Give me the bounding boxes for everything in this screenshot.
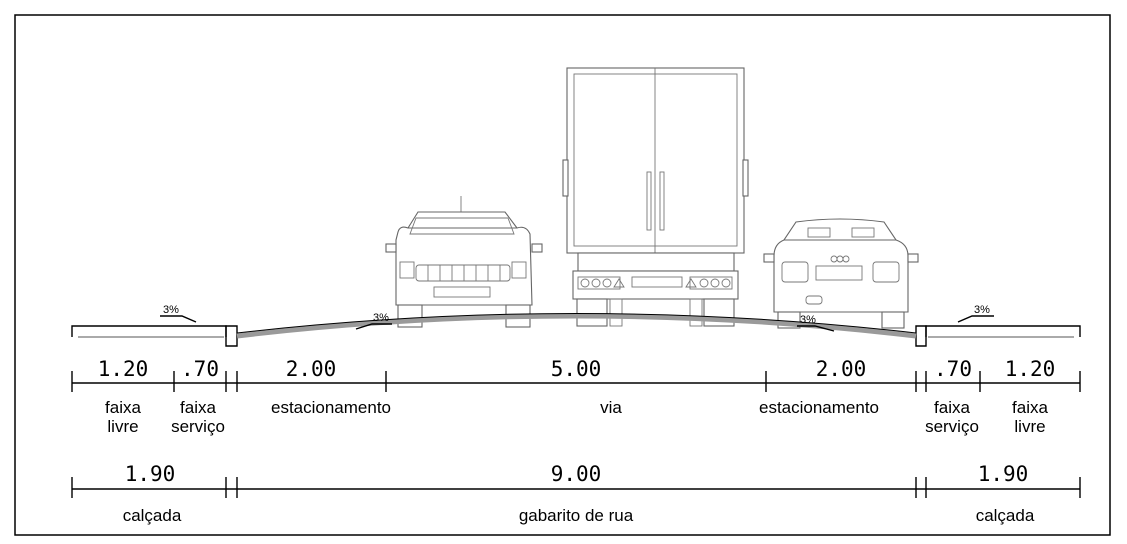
label-faixa-servico-right-2: serviço: [925, 417, 979, 436]
label-estacionamento-right: estacionamento: [759, 398, 879, 417]
slope-sidewalk-right: 3%: [957, 304, 994, 323]
label-via: via: [600, 398, 622, 417]
dim-calcada-left: 1.90: [125, 462, 176, 486]
svg-text:3%: 3%: [800, 314, 816, 326]
dim-faixa-livre-right: 1.20: [1005, 357, 1056, 381]
left-sidewalk: [71, 325, 227, 337]
dim-gabarito: 9.00: [551, 462, 602, 486]
label-faixa-livre-left-2: livre: [107, 417, 138, 436]
label-faixa-livre-left-1: faixa: [105, 398, 141, 417]
slope-sidewalk-left: 3%: [160, 304, 197, 323]
label-faixa-servico-left-2: serviço: [171, 417, 225, 436]
right-curb: [915, 325, 927, 347]
label-faixa-livre-right-1: faixa: [1012, 398, 1048, 417]
label-calcada-right: calçada: [976, 506, 1035, 525]
left-curb: [225, 325, 238, 347]
label-calcada-left: calçada: [123, 506, 182, 525]
drawing-frame: [14, 14, 1111, 536]
svg-text:3%: 3%: [974, 304, 990, 316]
dimension-line-row1: [71, 371, 1081, 392]
label-estacionamento-left: estacionamento: [271, 398, 391, 417]
dim-estacionamento-right: 2.00: [816, 357, 867, 381]
car-rear-icon: [763, 218, 919, 329]
dim-faixa-servico-right: .70: [934, 357, 972, 381]
label-faixa-livre-right-2: livre: [1014, 417, 1045, 436]
dim-estacionamento-left: 2.00: [286, 357, 337, 381]
truck-rear-icon: [562, 67, 749, 327]
dimension-line-row2: [71, 477, 1081, 498]
car-front-icon: [385, 196, 543, 328]
road-surface: [236, 313, 917, 339]
label-gabarito-de-rua: gabarito de rua: [519, 506, 634, 525]
dim-calcada-right: 1.90: [978, 462, 1029, 486]
dim-faixa-servico-left: .70: [181, 357, 219, 381]
svg-text:3%: 3%: [163, 304, 179, 316]
label-faixa-servico-left-1: faixa: [180, 398, 216, 417]
right-sidewalk: [925, 325, 1081, 337]
dim-via: 5.00: [551, 357, 602, 381]
dim-faixa-livre-left: 1.20: [98, 357, 149, 381]
label-faixa-servico-right-1: faixa: [934, 398, 970, 417]
slope-road-right: 3%: [797, 314, 835, 332]
svg-text:3%: 3%: [373, 312, 389, 324]
slope-road-left: 3%: [355, 312, 392, 330]
